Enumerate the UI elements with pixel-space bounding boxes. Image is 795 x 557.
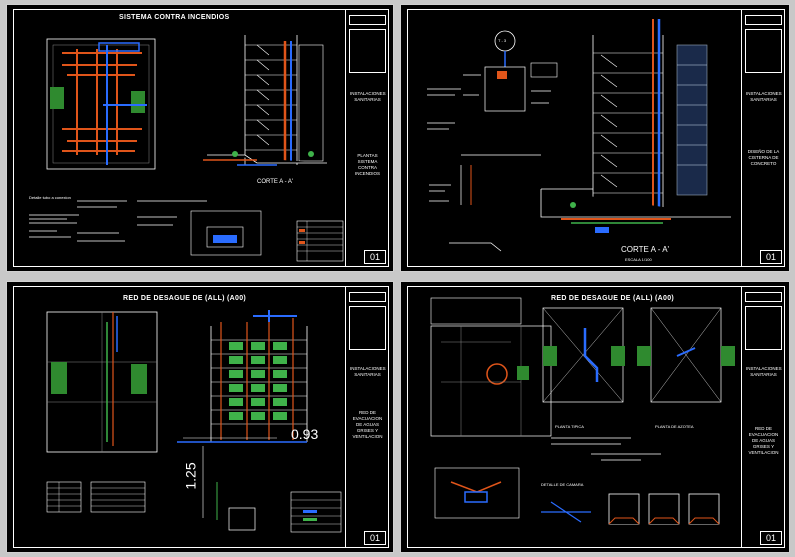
project-box xyxy=(745,29,782,73)
sheet-3-title: RED DE DESAGUE DE (ALL) (A00) xyxy=(123,295,247,302)
sheet-4-plan-2: PLANTA DE AZOTEA xyxy=(655,424,694,429)
sheet-2-number: 01 xyxy=(760,250,782,264)
sheet-4-frame xyxy=(407,286,785,548)
sheet-2-tb-line1: INSTALACIONES SANITARIAS xyxy=(746,91,782,102)
sheet-2-title-block[interactable]: INSTALACIONES SANITARIAS DISEÑO DE LA CI… xyxy=(741,9,785,267)
logo-box xyxy=(745,15,782,25)
sheet-4[interactable]: RED DE DESAGUE DE (ALL) (A00) PLANTA TIP… xyxy=(400,281,790,553)
sheet-1-number: 01 xyxy=(364,250,386,264)
logo-box xyxy=(745,292,782,302)
sheet-2-scale-label: ESCALA 1/100 xyxy=(625,257,652,262)
sheet-3-title-block[interactable]: INSTALACIONES SANITARIAS RED DE EVACUACI… xyxy=(345,286,389,548)
logo-box xyxy=(349,292,386,302)
sheet-1[interactable]: SISTEMA CONTRA INCENDIOS D xyxy=(6,4,394,272)
sheet-1-section-label: CORTE A - A' xyxy=(257,179,294,185)
sheet-3-dim-1: 0.93 xyxy=(291,426,319,442)
sheet-4-number: 01 xyxy=(760,531,782,545)
sheet-4-tb-line2: RED DE EVACUACION DE AGUAS GRISES Y VENT… xyxy=(748,426,779,455)
project-box xyxy=(349,306,386,350)
sheet-3-dim-2: 1.25 xyxy=(182,462,199,490)
sheet-3-tb-line1: INSTALACIONES SANITARIAS xyxy=(350,366,386,377)
sheet-1-tb-line1: INSTALACIONES SANITARIAS xyxy=(350,91,386,102)
sheet-1-note: Detalle tubo a conexion xyxy=(29,195,71,200)
project-box xyxy=(349,29,386,73)
sheet-3-frame xyxy=(13,286,389,548)
sheet-4-title: RED DE DESAGUE DE (ALL) (A00) xyxy=(551,295,675,302)
sheet-3[interactable]: RED DE DESAGUE DE (ALL) (A00) xyxy=(6,281,394,553)
sheet-3-number: 01 xyxy=(364,531,386,545)
sheet-4-drawing xyxy=(430,297,735,525)
project-box xyxy=(745,306,782,350)
sheet-1-title: SISTEMA CONTRA INCENDIOS xyxy=(119,14,230,21)
sheet-2-tb-line2: DISEÑO DE LA CISTERNA DE CONCRETO xyxy=(747,149,780,166)
sheet-1-tb-line2: PLANTAS SISTEMA CONTRA INCENDIOS xyxy=(354,153,380,176)
sheet-2-tank-label: T - 3 xyxy=(498,38,507,43)
sheet-1-drawing xyxy=(29,35,344,262)
sheet-2[interactable]: T - 3 CORTE A - A' ESCALA 1/100 INSTALAC… xyxy=(400,4,790,272)
sheet-4-plan-1: PLANTA TIPICA xyxy=(555,424,584,429)
sheet-2-drawing xyxy=(427,19,731,252)
sheet-4-tb-line1: INSTALACIONES SANITARIAS xyxy=(746,366,782,377)
sheet-3-tb-line2: RED DE EVACUACION DE AGUAS GRISES Y VENT… xyxy=(352,410,383,439)
sheet-2-section-label: CORTE A - A' xyxy=(621,245,670,254)
sheet-2-frame xyxy=(407,9,785,267)
sheet-4-title-block[interactable]: INSTALACIONES SANITARIAS RED DE EVACUACI… xyxy=(741,286,785,548)
sheet-1-title-block[interactable]: INSTALACIONES SANITARIAS PLANTAS SISTEMA… xyxy=(345,9,389,267)
logo-box xyxy=(349,15,386,25)
sheet-3-drawing xyxy=(46,310,342,533)
sheet-4-detail: DETALLE DE CAMARA xyxy=(541,482,584,487)
sheet-1-frame xyxy=(13,9,389,267)
